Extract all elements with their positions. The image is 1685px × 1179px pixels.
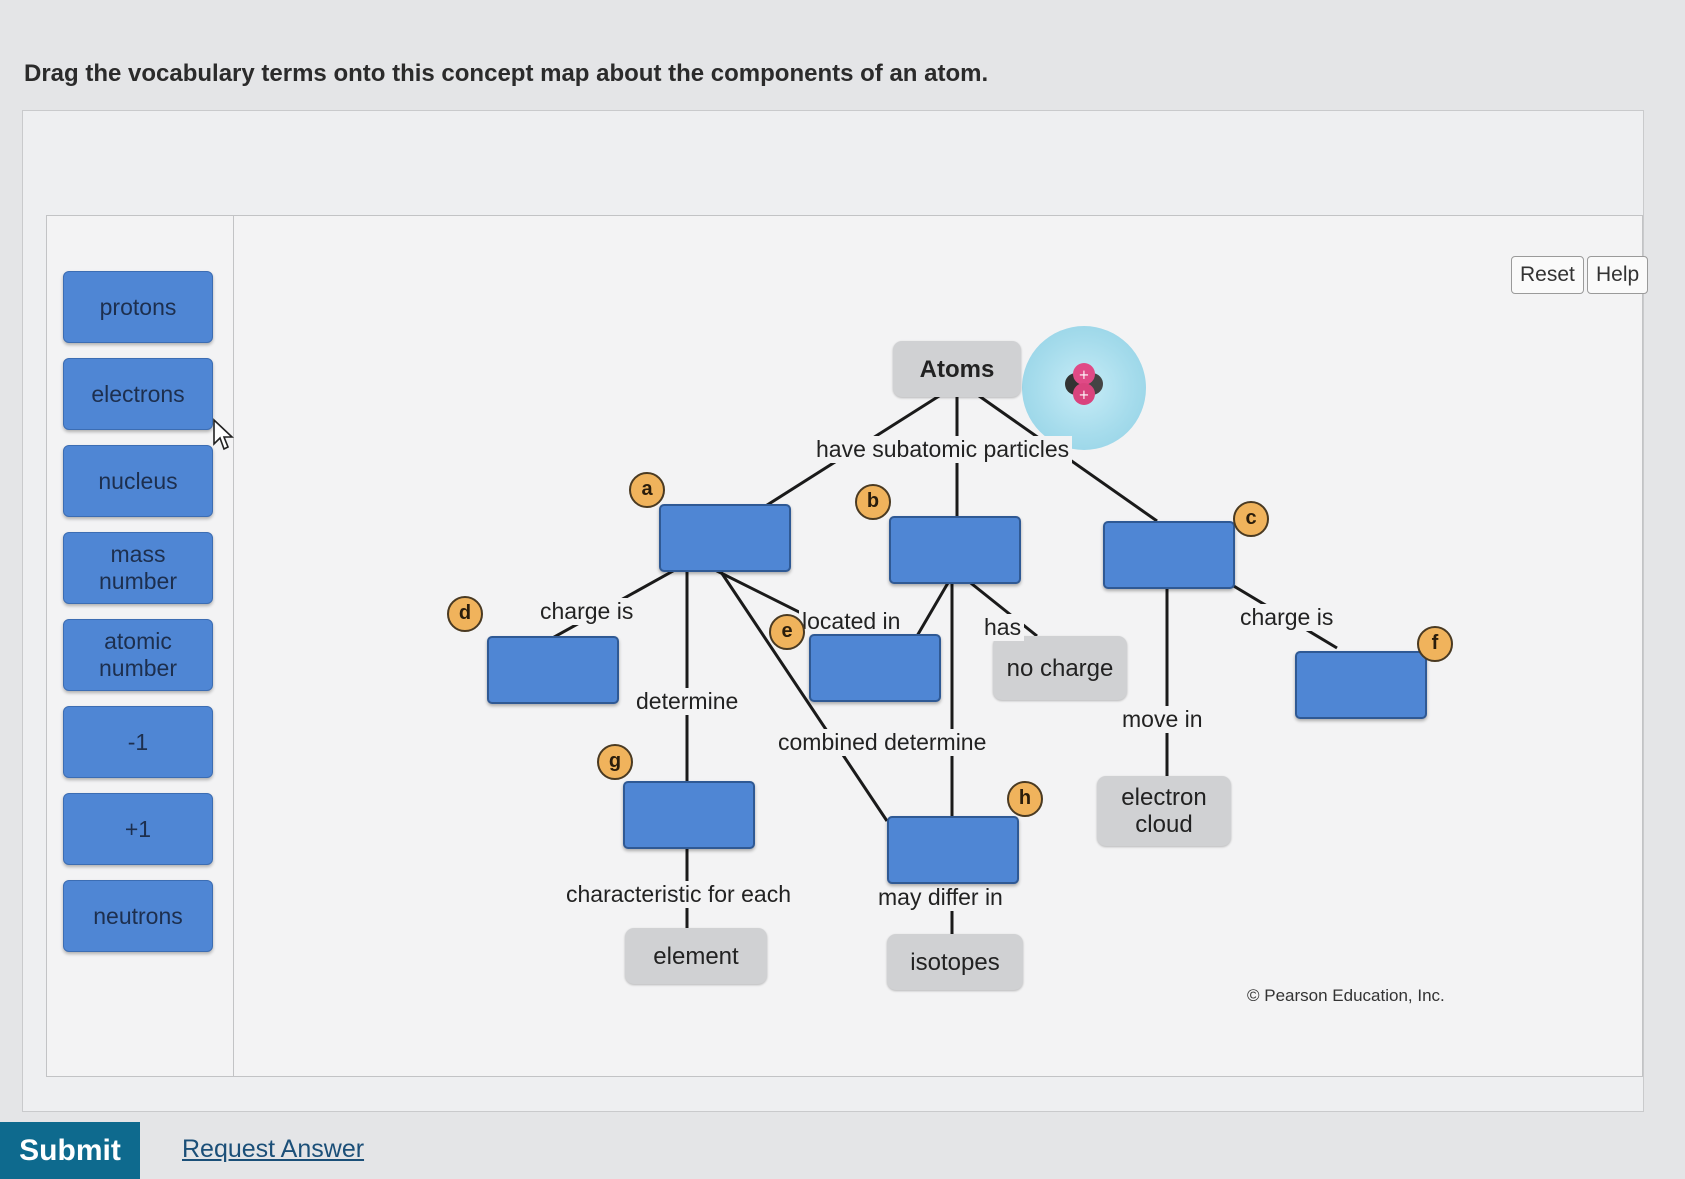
term-minus-one[interactable]: -1 [63, 706, 213, 778]
link-may-differ: may differ in [875, 884, 1006, 911]
link-combined-determine: combined determine [775, 729, 990, 756]
term-mass-number[interactable]: mass number [63, 532, 213, 604]
term-nucleus[interactable]: nucleus [63, 445, 213, 517]
link-have-subatomic: have subatomic particles [813, 436, 1073, 463]
link-charge-is-left: charge is [537, 598, 637, 625]
drop-target-e[interactable] [809, 634, 941, 702]
link-located-in: located in [799, 608, 904, 635]
svg-text:+: + [1079, 368, 1090, 383]
badge-f: f [1417, 626, 1453, 662]
term-neutrons[interactable]: neutrons [63, 880, 213, 952]
node-atoms: Atoms [893, 341, 1021, 397]
node-electron-cloud: electron cloud [1097, 776, 1231, 846]
badge-c: c [1233, 501, 1269, 537]
copyright-text: © Pearson Education, Inc. [1247, 986, 1445, 1005]
badge-b: b [855, 484, 891, 520]
help-button[interactable]: Help [1587, 256, 1649, 294]
node-no-charge: no charge [993, 636, 1127, 700]
atom-illustration: + + [1022, 326, 1146, 450]
term-plus-one[interactable]: +1 [63, 793, 213, 865]
node-isotopes: isotopes [887, 934, 1023, 990]
submit-button[interactable]: Submit [0, 1122, 140, 1179]
link-determine: determine [633, 688, 742, 715]
request-answer-link[interactable]: Request Answer [182, 1135, 365, 1163]
term-palette: protons electrons nucleus mass number at… [47, 216, 234, 1076]
badge-d: d [447, 596, 483, 632]
drop-target-c[interactable] [1103, 521, 1235, 589]
term-protons[interactable]: protons [63, 271, 213, 343]
link-has: has [981, 614, 1025, 641]
badge-h: h [1007, 781, 1043, 817]
drop-target-d[interactable] [487, 636, 619, 704]
link-characteristic: characteristic for each [563, 881, 794, 908]
mouse-pointer-icon [213, 418, 235, 451]
drop-target-h[interactable] [887, 816, 1019, 884]
drop-target-g[interactable] [623, 781, 755, 849]
atom-nucleus-icon: + + [1065, 363, 1103, 405]
concept-map-panel: protons electrons nucleus mass number at… [46, 215, 1649, 1077]
drop-target-b[interactable] [889, 516, 1021, 584]
link-move-in: move in [1119, 706, 1206, 733]
drop-target-a[interactable] [659, 504, 791, 572]
term-atomic-number[interactable]: atomic number [63, 619, 213, 691]
drop-target-f[interactable] [1295, 651, 1427, 719]
instruction-text: Drag the vocabulary terms onto this conc… [24, 60, 989, 87]
badge-e: e [769, 614, 805, 650]
reset-button[interactable]: Reset [1511, 256, 1584, 294]
svg-text:+: + [1079, 388, 1090, 403]
link-charge-is-right: charge is [1237, 604, 1337, 631]
node-element: element [625, 928, 767, 984]
badge-g: g [597, 744, 633, 780]
term-electrons[interactable]: electrons [63, 358, 213, 430]
badge-a: a [629, 472, 665, 508]
